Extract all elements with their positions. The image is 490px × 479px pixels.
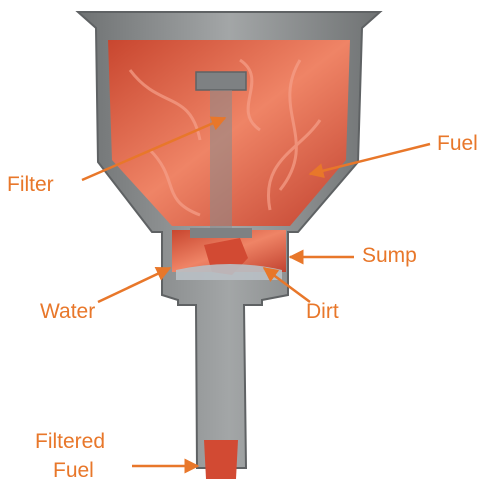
label-filtered-fuel: Fuel: [53, 459, 94, 479]
filter-cap: [196, 72, 246, 90]
label-filtered: Filtered: [35, 430, 105, 453]
arrow-water: [98, 268, 170, 302]
label-filter: Filter: [7, 173, 54, 196]
filter-tube: [210, 90, 232, 230]
label-dirt: Dirt: [306, 300, 339, 323]
label-fuel: Fuel: [437, 132, 478, 155]
filtered-fuel-stream: [204, 440, 238, 479]
label-water: Water: [40, 300, 95, 323]
label-sump: Sump: [362, 244, 417, 267]
filter-collar: [190, 228, 252, 238]
